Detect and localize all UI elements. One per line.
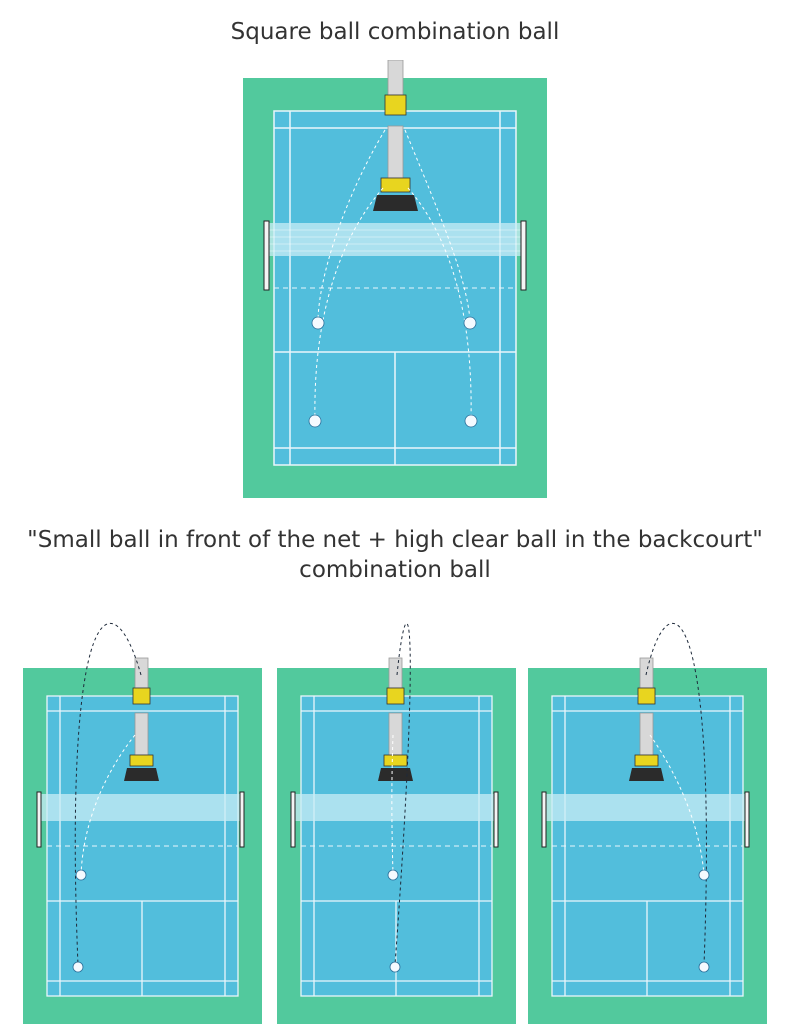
net bbox=[546, 794, 749, 821]
ball-machine-icon bbox=[629, 657, 664, 781]
court-square-combination bbox=[243, 60, 547, 498]
title-line-2: combination ball bbox=[299, 557, 491, 583]
trajectory-high-clear bbox=[394, 623, 411, 966]
net-post-icon bbox=[36, 791, 42, 848]
net-post-icon bbox=[541, 791, 547, 848]
court-combination-left bbox=[23, 595, 262, 1024]
court-combination-center bbox=[277, 595, 516, 1024]
net-post-icon bbox=[239, 791, 245, 848]
shuttlecock-icon bbox=[698, 869, 710, 973]
net-post-icon bbox=[520, 220, 527, 291]
ball-machine-icon bbox=[373, 60, 418, 211]
shuttlecock-icon bbox=[72, 869, 87, 973]
trajectories bbox=[314, 129, 472, 421]
ball-machine-icon bbox=[378, 657, 413, 781]
section-title-combination: "Small ball in front of the net + high c… bbox=[0, 525, 790, 585]
section-title-square: Square ball combination ball bbox=[230, 19, 560, 45]
shuttlecock-icon bbox=[308, 316, 478, 428]
trajectory-net-ball bbox=[649, 734, 705, 876]
title-line-1: "Small ball in front of the net + high c… bbox=[27, 527, 763, 553]
ball-machine-icon bbox=[124, 657, 159, 781]
net bbox=[263, 220, 527, 291]
court-combination-right bbox=[528, 595, 767, 1024]
net-post-icon bbox=[493, 791, 499, 848]
net-post-icon bbox=[744, 791, 750, 848]
net bbox=[41, 794, 244, 821]
net-post-icon bbox=[290, 791, 296, 848]
shuttlecock-icon bbox=[387, 869, 401, 973]
net-post-icon bbox=[263, 220, 270, 291]
trajectory-net-ball bbox=[391, 734, 394, 876]
trajectory-high-clear bbox=[645, 623, 707, 966]
net bbox=[295, 794, 498, 821]
trajectory-high-clear bbox=[74, 623, 142, 966]
